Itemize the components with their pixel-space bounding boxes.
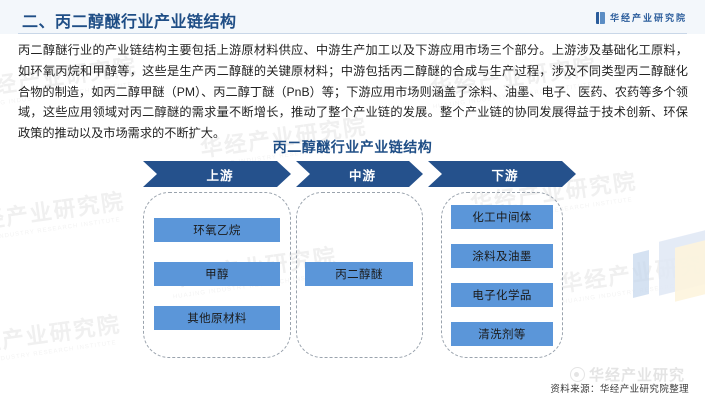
- item-box-upstream-3: 其他原材料: [154, 306, 280, 330]
- stage-arrow-downstream: 下游: [428, 161, 576, 187]
- stage-panel-upstream: [143, 192, 291, 358]
- body-paragraph: 丙二醇醚行业的产业链结构主要包括上游原材料供应、中游生产加工以及下游应用市场三个…: [18, 43, 688, 141]
- book-mark-icon: [595, 11, 605, 24]
- stage-label-midstream: 中游: [348, 168, 376, 183]
- item-box-downstream-4: 清洗剂等: [451, 322, 553, 346]
- watermark-tile: 华经产业研究院 HUAJING INDUSTRY RESEARCH INSTIT…: [0, 183, 128, 245]
- header-divider: [18, 33, 687, 34]
- stage-panel-midstream: [296, 192, 423, 358]
- item-box-downstream-2: 涂料及油墨: [451, 244, 553, 268]
- page-header: [0, 0, 705, 34]
- item-box-downstream-1: 化工中间体: [451, 205, 553, 229]
- page-title: 二、丙二醇醚行业产业链结构: [22, 14, 237, 31]
- decorative-ribbon: [675, 240, 705, 302]
- brand-logo: 华经产业研究院: [595, 11, 687, 24]
- watermark-text: 华经产业研究院: [0, 188, 127, 237]
- watermark-subtext: HUAJING INDUSTRY RESEARCH INSTITUTE: [562, 277, 705, 306]
- stage-label-upstream: 上游: [206, 168, 234, 183]
- decorative-ribbon: [633, 250, 649, 298]
- watermark-subtext: HUAJING INDUSTRY RESEARCH INSTITUTE: [0, 217, 122, 245]
- stage-panel-downstream: [441, 192, 563, 358]
- watermark-text: 华经产业研究院: [0, 311, 123, 360]
- source-note: 资料来源：华经产业研究院整理: [550, 384, 689, 395]
- item-box-midstream-1: 丙二醇醚: [305, 262, 413, 286]
- item-box-downstream-3: 电子化学品: [451, 283, 553, 307]
- brand-name: 华经产业研究院: [609, 13, 687, 23]
- stage-arrow-midstream: 中游: [296, 161, 423, 187]
- watermark-subtext: HUAJING INDUSTRY RESEARCH INSTITUTE: [0, 340, 118, 368]
- item-box-upstream-2: 甲醇: [154, 262, 280, 286]
- watermark-tile: 华经产业研究院 HUAJING INDUSTRY RESEARCH INSTIT…: [558, 243, 705, 305]
- watermark-tile: 华经产业研究院 HUAJING INDUSTRY RESEARCH INSTIT…: [0, 306, 124, 368]
- chart-title: 丙二醇醚行业产业链结构: [272, 139, 433, 155]
- decorative-ribbon: [659, 230, 705, 296]
- item-box-upstream-1: 环氧乙烷: [154, 218, 280, 242]
- weibo-eye-icon: [569, 367, 585, 382]
- watermark-text: 华经产业研究院: [558, 248, 705, 297]
- stage-label-downstream: 下游: [491, 168, 519, 183]
- stage-arrow-upstream: 上游: [143, 161, 291, 187]
